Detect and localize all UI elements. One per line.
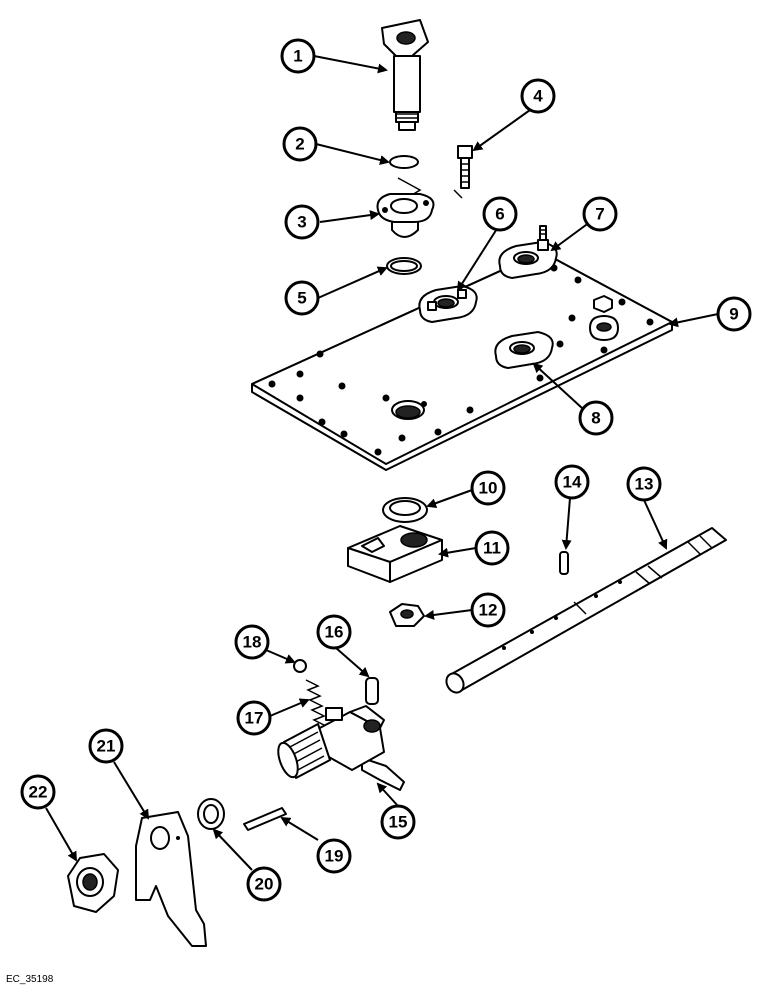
callout-label: 15 <box>389 813 408 832</box>
callout-21: 21 <box>88 728 124 764</box>
leader-lines <box>45 55 719 871</box>
callout-16: 16 <box>316 614 352 650</box>
callout-4: 4 <box>520 78 556 114</box>
callout-10: 10 <box>470 470 506 506</box>
callout-19: 19 <box>316 838 352 874</box>
part-20-washer <box>197 798 225 830</box>
part-8-flanged-bushing <box>494 331 554 369</box>
part-22-hex-nut <box>67 853 119 913</box>
part-4-bolt <box>457 145 473 189</box>
callout-12: 12 <box>470 592 506 628</box>
part-3-flanged-bushing <box>376 193 435 238</box>
callout-22: 22 <box>20 774 56 810</box>
callout-label: 5 <box>297 289 306 308</box>
callout-17: 17 <box>236 700 272 736</box>
callout-label: 20 <box>255 875 274 894</box>
callout-label: 2 <box>295 135 304 154</box>
callout-label: 16 <box>325 623 344 642</box>
part-1-spindle <box>381 19 429 131</box>
callout-label: 10 <box>479 479 498 498</box>
callout-label: 22 <box>29 783 48 802</box>
part-15-detent-housing <box>277 705 405 791</box>
callout-6: 6 <box>482 196 518 232</box>
callout-label: 12 <box>479 601 498 620</box>
drawing-code: EC_35198 <box>6 974 54 985</box>
callout-5: 5 <box>284 280 320 316</box>
callout-14: 14 <box>554 464 590 500</box>
part-7-flanged-bushing <box>498 225 558 279</box>
callout-label: 19 <box>325 847 344 866</box>
callout-2: 2 <box>282 126 318 162</box>
part-16-pin <box>365 677 379 705</box>
callout-9: 9 <box>716 296 752 332</box>
part-14-pin <box>559 551 569 575</box>
callout-label: 14 <box>563 473 582 492</box>
part-11-block <box>347 525 443 583</box>
callout-label: 4 <box>533 87 543 106</box>
callout-18: 18 <box>234 624 270 660</box>
callout-1: 1 <box>280 38 316 74</box>
part-6-flanged-bushing <box>418 285 478 323</box>
callout-label: 3 <box>297 213 306 232</box>
part-5-o-ring <box>386 257 422 275</box>
callout-label: 7 <box>595 205 604 224</box>
callout-label: 9 <box>729 305 738 324</box>
callout-3: 3 <box>284 204 320 240</box>
callout-20: 20 <box>246 866 282 902</box>
part-10-seal <box>382 497 428 523</box>
callout-13: 13 <box>626 466 662 502</box>
part-18-ball <box>293 659 307 673</box>
callout-label: 1 <box>293 47 302 66</box>
callout-label: 6 <box>495 205 504 224</box>
part-17-spring <box>305 679 327 727</box>
part-19-roll-pin <box>243 807 287 831</box>
callout-label: 18 <box>243 633 262 652</box>
callout-label: 11 <box>483 539 501 558</box>
part-13-selector-shaft <box>445 527 727 694</box>
callout-label: 17 <box>245 709 264 728</box>
part-12-nut <box>389 603 425 627</box>
callout-7: 7 <box>582 196 618 232</box>
callout-label: 21 <box>97 737 116 756</box>
plate-fittings <box>589 295 619 341</box>
part-21-shift-fork <box>135 811 207 947</box>
part-2-o-ring <box>389 155 419 169</box>
callout-8: 8 <box>578 400 614 436</box>
callout-11: 11 <box>474 530 510 566</box>
callout-15: 15 <box>380 804 416 840</box>
callout-label: 13 <box>635 475 654 494</box>
callout-label: 8 <box>591 409 600 428</box>
